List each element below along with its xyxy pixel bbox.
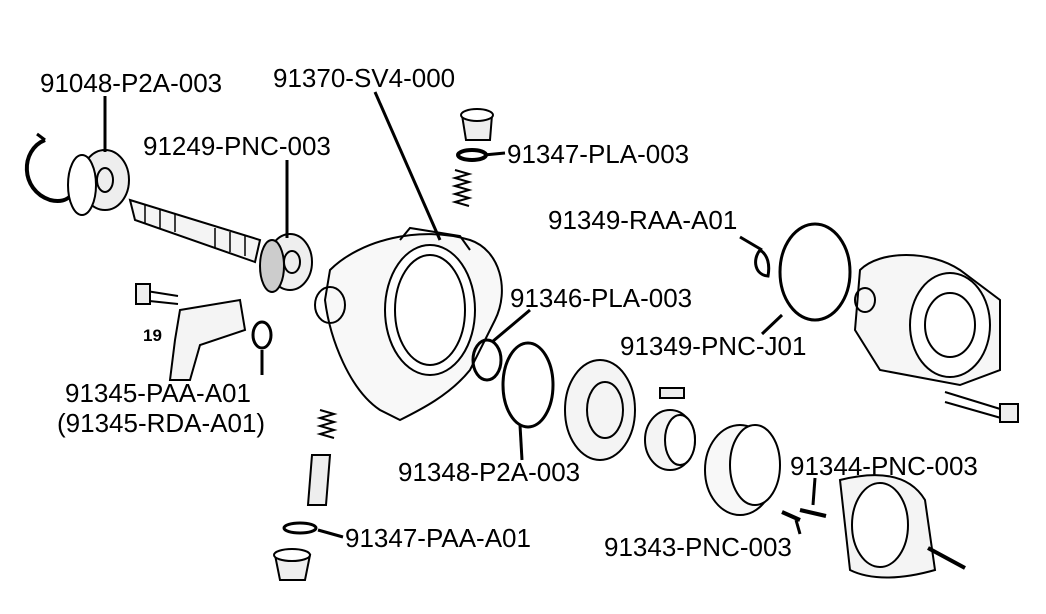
side-plate [564,359,636,461]
leader-lines [103,91,817,539]
rod [927,546,966,570]
part-label-91346-PLA-003: 91346-PLA-003 [510,283,693,313]
end-cover [838,474,937,579]
part-label-91048-P2A-003: 91048-P2A-003 [40,68,223,98]
rotor [644,387,696,471]
part-label-91345-RDA-A01: (91345-RDA-A01) [57,408,266,438]
part-label-91370-SV4-000: 91370-SV4-000 [273,63,456,93]
o-ring-91349-PNC [778,222,852,322]
cam-ring [704,424,781,516]
valve-bottom [273,409,338,581]
o-ring-91346 [471,338,503,382]
part-label-91347-PAA-A01: 91347-PAA-A01 [345,523,531,553]
part-label-91349-PNC-J01: 91349-PNC-J01 [620,331,807,361]
bearing-91249 [259,233,313,293]
pin-91343 [781,510,801,522]
pump-housing [314,226,503,422]
pin-91344 [799,508,827,518]
outlet-fitting [168,298,273,381]
input-shaft [128,198,262,264]
part-label-91343-PNC-003: 91343-PNC-003 [604,532,792,562]
spring-top [451,169,473,207]
o-ring-91348 [501,341,555,429]
part-label-91345-PAA-A01: 91345-PAA-A01 [65,378,251,408]
part-label-91249-PNC-003: 91249-PNC-003 [143,131,331,161]
seal-91349-RAA [754,248,771,278]
part-label-91349-RAA-A01: 91349-RAA-A01 [548,205,738,235]
bearing-91048 [67,149,130,216]
part-label-91347-PLA-003: 91347-PLA-003 [507,139,690,169]
part-label-91344-PNC-003: 91344-PNC-003 [790,451,978,481]
plug-top [456,108,494,162]
snap-ring [24,138,76,203]
callout-19: 19 [143,326,162,345]
pump-rear-body [853,254,1001,387]
part-label-91348-P2A-003: 91348-P2A-003 [398,457,581,487]
